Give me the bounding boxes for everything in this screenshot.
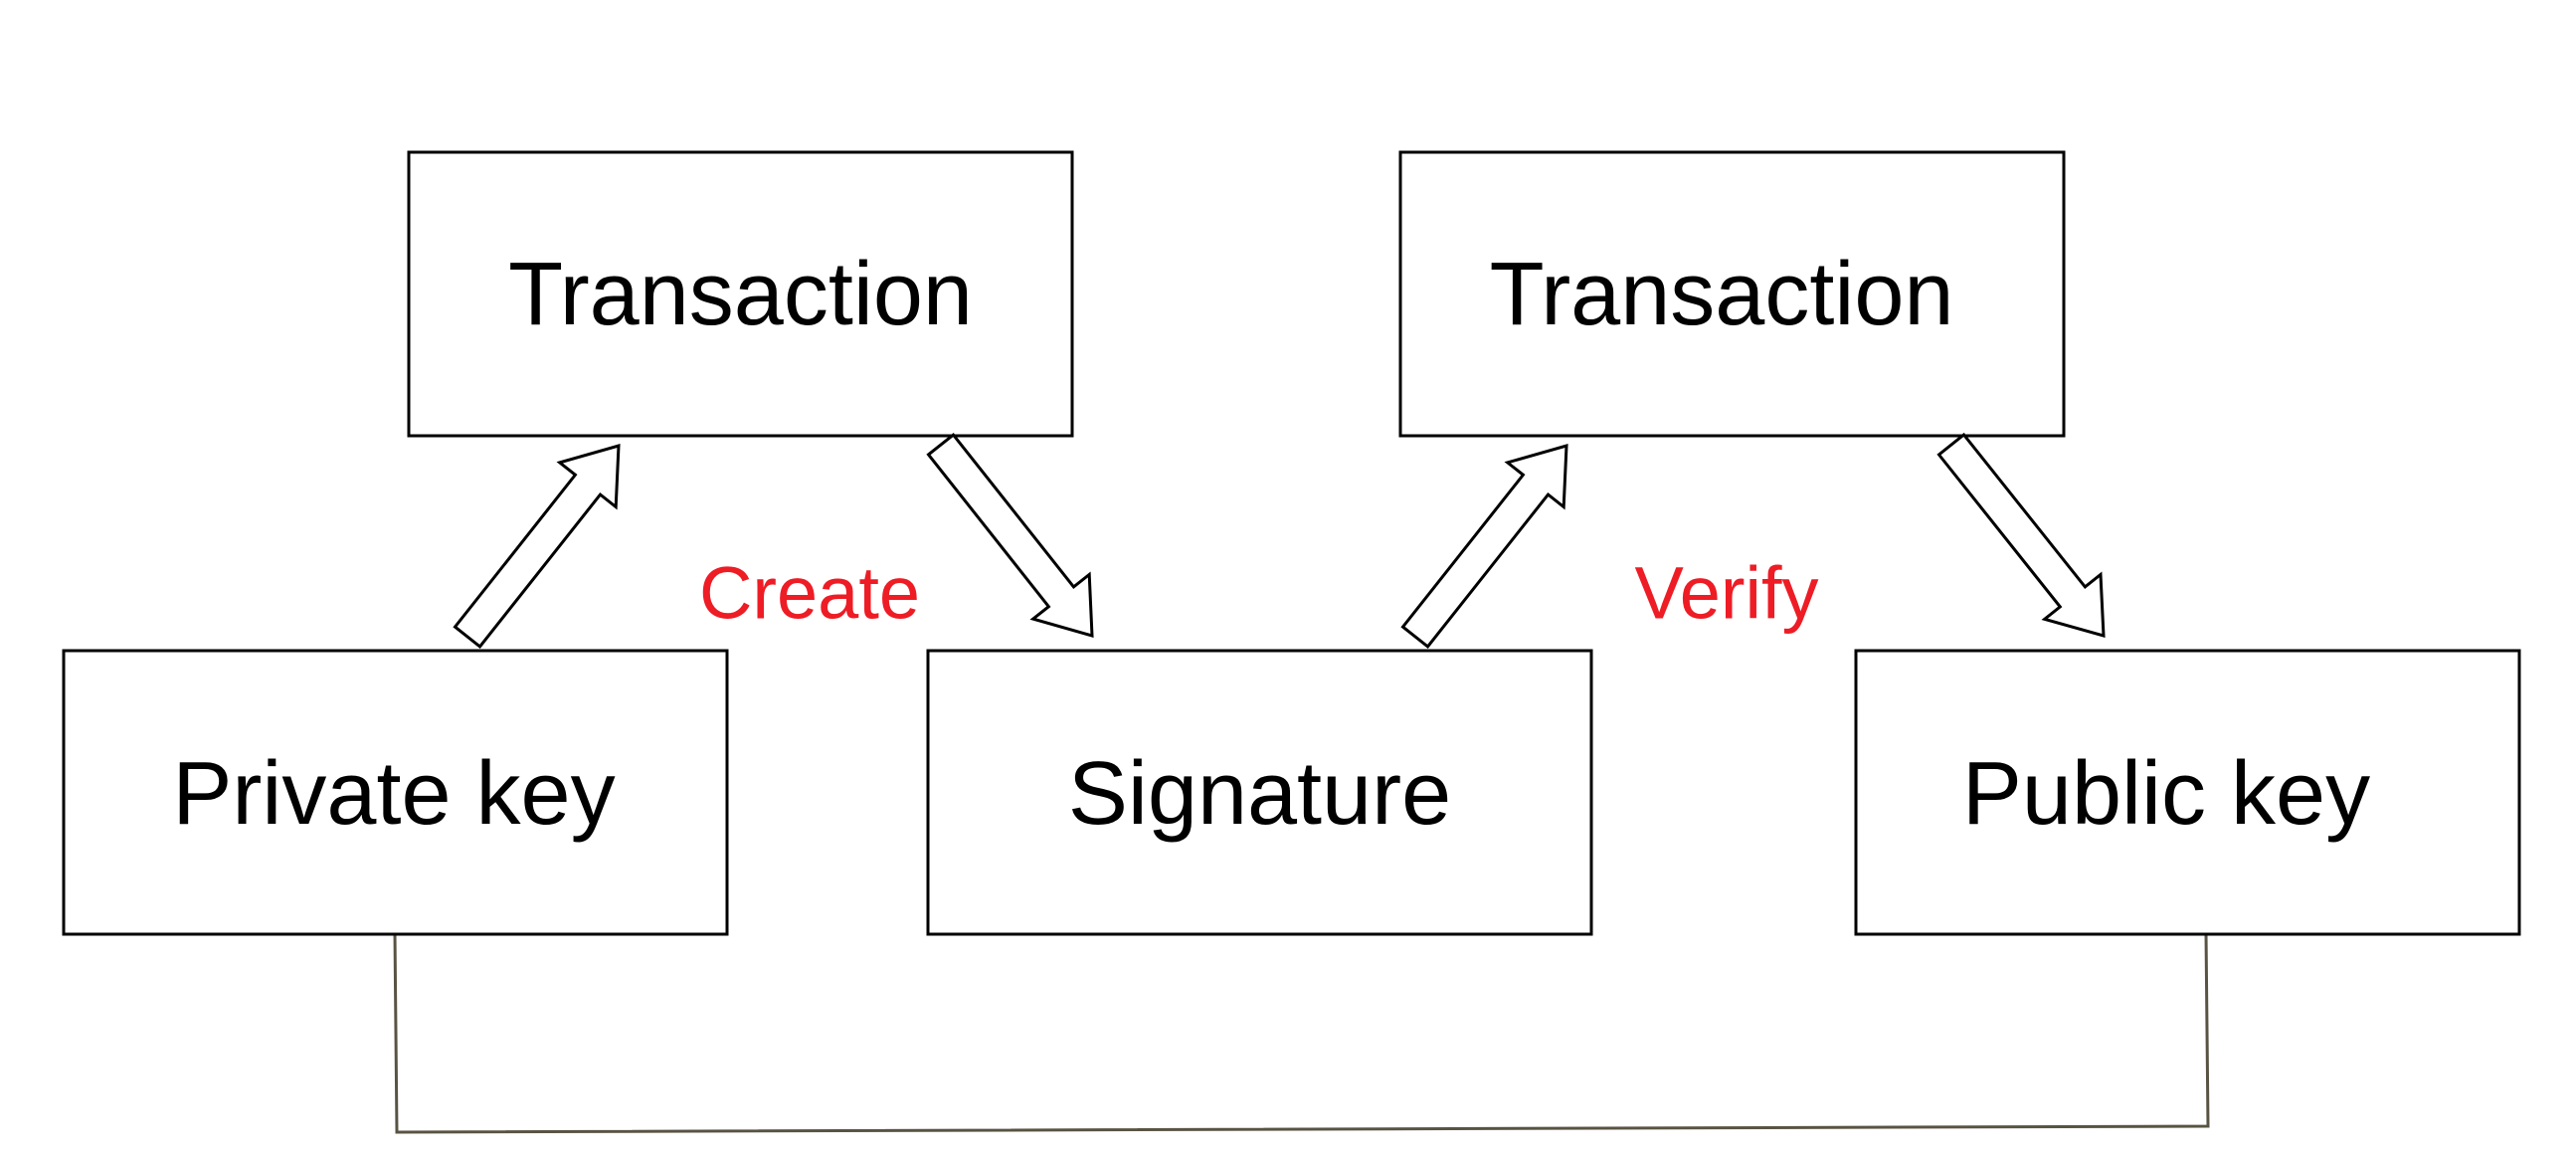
arrow-private-key-to-transaction [453, 443, 621, 650]
arrow-transaction-to-public-key [1936, 432, 2106, 639]
key-pair-connector-line [393, 932, 2210, 1134]
box-signature-frame [926, 649, 1593, 936]
box-private-key-label: Private key [172, 744, 615, 844]
box-private-key: Private key [62, 649, 729, 936]
arrow-transaction-to-signature [926, 432, 1094, 639]
box-signature-label: Signature [1068, 744, 1451, 844]
box-public-key-frame [1854, 649, 2521, 936]
action-label-create: Create [699, 552, 920, 635]
box-transaction-verify-frame [1398, 150, 2066, 438]
box-public-key-label: Public key [1962, 744, 2370, 844]
box-transaction-verify: Transaction [1398, 150, 2066, 438]
arrow-signature-to-transaction [1400, 443, 1568, 650]
flow-arrows [453, 432, 2106, 650]
box-public-key: Public key [1854, 649, 2521, 936]
box-transaction-verify-label: Transaction [1490, 245, 1954, 344]
box-transaction-create-label: Transaction [508, 245, 973, 344]
box-transaction-create: Transaction [407, 150, 1074, 438]
key-pair-connector [393, 932, 2210, 1134]
box-signature: Signature [926, 649, 1593, 936]
box-private-key-frame [62, 649, 729, 936]
box-transaction-create-frame [407, 150, 1074, 438]
action-label-verify: Verify [1634, 552, 1818, 635]
